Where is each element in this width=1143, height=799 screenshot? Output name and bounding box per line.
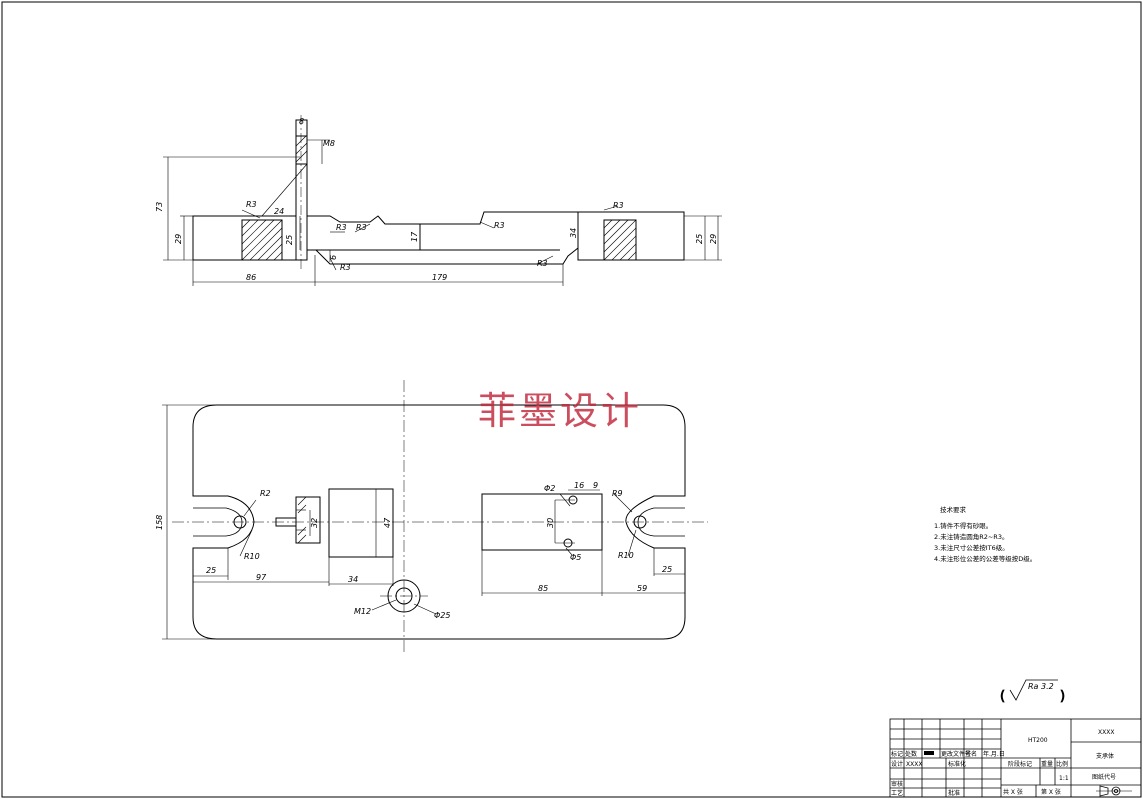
dim-plan-59: 59	[637, 584, 647, 593]
dim-top-r3-b: R3	[336, 223, 347, 232]
dim-plan-r9: R9	[612, 489, 623, 498]
tb-count: 处数	[905, 750, 917, 758]
dim-top-r3-d: R3	[494, 221, 505, 230]
dim-top-8: 8	[299, 117, 304, 126]
tb-file: 更改文件号	[941, 750, 971, 758]
small-clamp-hatch	[296, 496, 307, 544]
dim-plan-r2: R2	[260, 489, 271, 498]
tb-ratio: 比例	[1056, 760, 1068, 768]
plan-dimension-texts: 158 R2 R10 25 97 32 47 34 M12 Φ25 Φ2 16 …	[155, 481, 672, 620]
dim-top-34: 34	[569, 228, 578, 238]
title-block	[889, 718, 1142, 798]
tb-scale: 1:1	[1059, 775, 1069, 782]
note-line-3: 3.未注尺寸公差按IT6级。	[934, 543, 1009, 552]
note-line-1: 1.铸件不得有砂眼。	[934, 521, 992, 530]
dim-plan-97: 97	[256, 573, 267, 582]
dim-top-29-left: 29	[174, 234, 183, 244]
dim-plan-m12: M12	[354, 607, 371, 616]
top-section-view	[163, 115, 722, 286]
dim-top-25-right: 25	[695, 234, 704, 244]
tb-sign: 签名	[965, 750, 977, 758]
tb-process: 工艺	[891, 789, 903, 797]
dim-plan-30: 30	[546, 518, 555, 528]
plan-view	[162, 380, 708, 652]
dim-top-r3-f: R3	[340, 263, 351, 272]
tb-total-sheets: 共 X 张	[1003, 788, 1023, 796]
tb-drawing-no: 图纸代号	[1092, 773, 1116, 781]
right-hatch-lines	[603, 219, 637, 261]
tb-check: 审核	[891, 780, 903, 788]
dim-top-r3-e: R3	[613, 201, 624, 210]
right-block	[577, 211, 685, 261]
dim-plan-r10-right: R10	[618, 551, 634, 560]
tb-designer: XXXX	[906, 761, 922, 768]
dim-plan-phi25: Φ25	[434, 611, 450, 620]
dim-top-r3-c: R3	[356, 223, 367, 232]
dim-top-86: 86	[246, 273, 256, 282]
roughness-symbol: ( Ra 3.2 )	[1000, 679, 1065, 704]
vertical-rib	[295, 119, 308, 261]
roughness-paren-right: )	[1060, 689, 1065, 704]
dim-plan-9: 9	[593, 481, 598, 490]
rib-hatch	[295, 135, 308, 163]
tb-material: HT200	[1028, 737, 1048, 744]
left-hatch-lines	[241, 219, 283, 261]
dim-plan-25-right: 25	[662, 565, 672, 574]
top-dimension-lines	[163, 139, 722, 286]
dim-plan-25-left: 25	[206, 566, 216, 575]
plan-centerlines	[172, 380, 708, 652]
dim-plan-16: 16	[574, 481, 584, 490]
tb-approve: 批准	[948, 789, 960, 797]
plan-dimension-lines	[162, 404, 686, 640]
dim-top-24: 24	[274, 207, 284, 216]
dim-plan-phi5: Φ5	[570, 553, 581, 562]
tb-design: 设计	[891, 760, 903, 768]
dim-plan-85: 85	[538, 584, 548, 593]
note-line-4: 4.未注形位公差的公差等级按D级。	[934, 554, 1036, 563]
dim-plan-phi2: Φ2	[544, 484, 555, 493]
dim-top-r3-g: R3	[537, 259, 548, 268]
dim-plan-158: 158	[155, 515, 164, 530]
tb-standard: 标准化	[948, 760, 966, 768]
dim-plan-47: 47	[383, 517, 392, 528]
title-block-texts: 标记 处数 更改文件号 签名 年.月.日 设计 XXXX 标准化 审核 工艺 批…	[891, 729, 1116, 797]
dim-plan-r10-left: R10	[244, 552, 260, 561]
dim-top-thread: M8	[323, 139, 335, 148]
technical-notes: 技术要求 1.铸件不得有砂眼。 2.未注铸造圆角R2~R3。 3.未注尺寸公差按…	[934, 505, 1036, 563]
dim-top-17: 17	[410, 231, 419, 242]
notes-title: 技术要求	[940, 505, 967, 514]
dim-top-73: 73	[155, 202, 164, 212]
roughness-label: Ra 3.2	[1028, 682, 1054, 691]
plate-outline	[192, 404, 686, 640]
top-dimension-texts: 8 M8 73 29 R3 24 25 R3 R3 17 R3 34 R3 25…	[155, 117, 718, 282]
watermark-text: 菲墨设计	[478, 389, 642, 433]
dim-top-25-mid: 25	[285, 235, 294, 245]
dim-top-179: 179	[432, 273, 447, 282]
roughness-paren-left: (	[1000, 689, 1005, 704]
tb-date: 年.月.日	[983, 750, 1005, 758]
dim-plan-32: 32	[310, 518, 319, 528]
tb-company: XXXX	[1098, 729, 1114, 736]
tb-stage: 阶段标记	[1008, 760, 1032, 768]
dim-top-29-right: 29	[709, 234, 718, 244]
large-block	[328, 488, 394, 558]
dim-top-6: 6	[329, 255, 338, 260]
tb-part-name: 支承体	[1096, 752, 1114, 760]
note-line-2: 2.未注铸造圆角R2~R3。	[934, 532, 1008, 541]
title-block-black-cell	[924, 751, 934, 755]
dim-top-r3-a: R3	[246, 200, 257, 209]
right-hatch-region	[603, 219, 637, 261]
tb-weight: 重量	[1041, 760, 1053, 768]
tb-sheet-no: 第 X 张	[1041, 788, 1061, 796]
dim-plan-34: 34	[348, 575, 358, 584]
middle-body	[307, 211, 579, 265]
tb-mark: 标记	[891, 750, 903, 758]
